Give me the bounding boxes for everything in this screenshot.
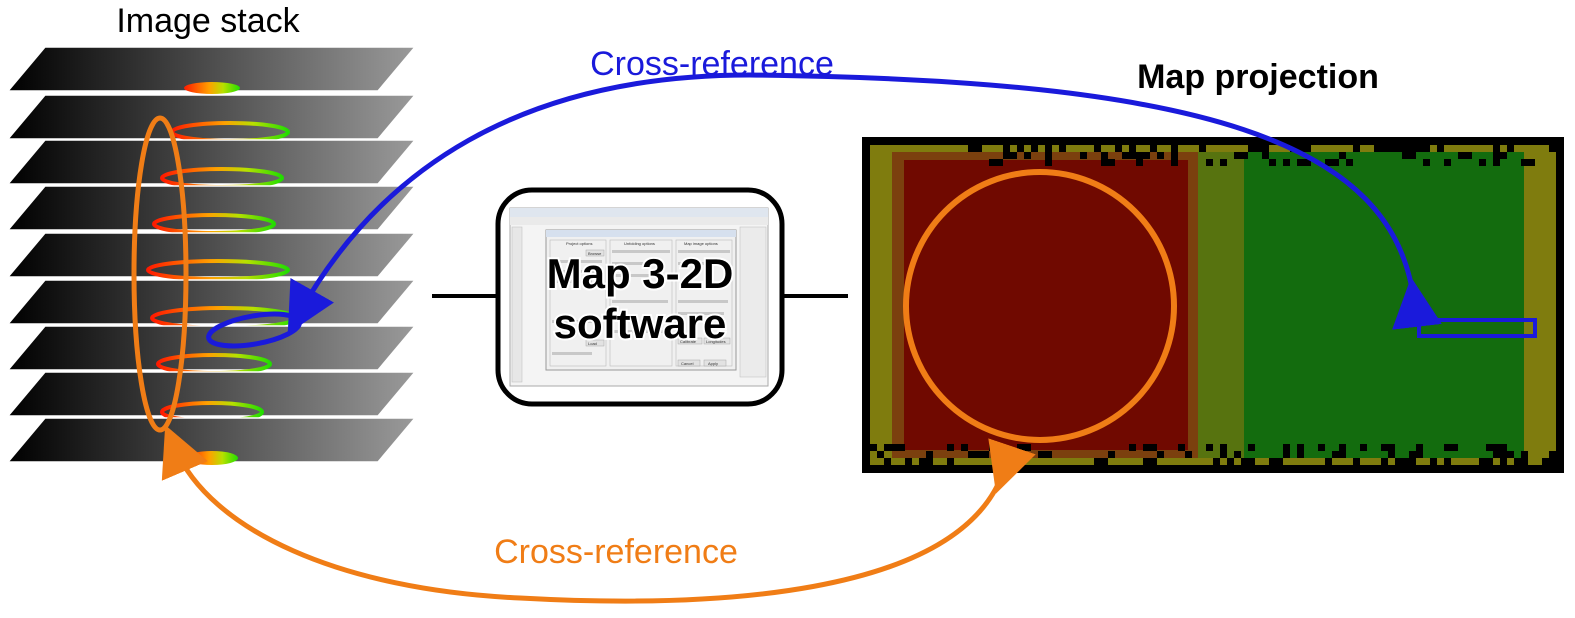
option-row: [678, 250, 730, 253]
option-row: [552, 352, 592, 355]
svg-text:Calibrate: Calibrate: [680, 339, 697, 344]
map-projection-title: Map projection: [1137, 58, 1379, 96]
software-button-calibrate[interactable]: Calibrate: [677, 337, 703, 345]
option-row: [678, 262, 728, 265]
software-box: Project options Unfolding options Map im…: [495, 187, 785, 407]
image-slice: [6, 139, 417, 189]
panel-map-image-options: Map image options: [684, 241, 718, 246]
software-button-apply[interactable]: Apply: [703, 359, 727, 367]
image-slice: [6, 417, 417, 465]
signal-blob: [184, 82, 240, 94]
panel-project-options: Project options: [566, 241, 592, 246]
option-row: [612, 250, 670, 253]
cross-reference-label-bottom: Cross-reference: [494, 533, 738, 571]
image-slice: [6, 46, 417, 94]
image-slice: [6, 279, 417, 330]
software-screenshot: Project options Unfolding options Map im…: [509, 207, 769, 387]
signal-ring: [146, 259, 290, 281]
image-stack: [6, 46, 417, 465]
cross-reference-arrow-top: [287, 72, 1442, 334]
image-slice: [6, 232, 417, 281]
svg-text:Cancel: Cancel: [681, 361, 694, 366]
panel-unfolding-options: Unfolding options: [624, 241, 655, 246]
option-row: [612, 274, 656, 277]
map-projection: [862, 137, 1564, 473]
software-button-browse[interactable]: Browse: [585, 249, 605, 257]
software-title-line2: software: [554, 300, 727, 347]
image-slice: [6, 371, 417, 423]
signal-blob: [186, 451, 238, 465]
stack-vertical-selection: [131, 115, 189, 433]
option-row: [552, 260, 602, 263]
option-row: [612, 262, 662, 265]
svg-text:Load: Load: [588, 341, 597, 346]
svg-text:Browse: Browse: [588, 251, 602, 256]
svg-text:Apply: Apply: [708, 361, 718, 366]
cross-reference-arrow-bottom: [161, 425, 1036, 604]
image-slice: [6, 185, 417, 235]
software-button-cancel[interactable]: Cancel: [677, 359, 701, 367]
image-slice: [6, 94, 417, 143]
svg-text:Longitudes: Longitudes: [706, 339, 726, 344]
software-title-line1: Map 3-2D: [547, 250, 734, 297]
cross-reference-label-top: Cross-reference: [590, 45, 834, 83]
image-stack-title: Image stack: [116, 2, 300, 40]
option-row: [552, 270, 602, 273]
software-button-load[interactable]: Load: [585, 339, 605, 347]
software-button-longitudes[interactable]: Longitudes: [703, 337, 731, 345]
